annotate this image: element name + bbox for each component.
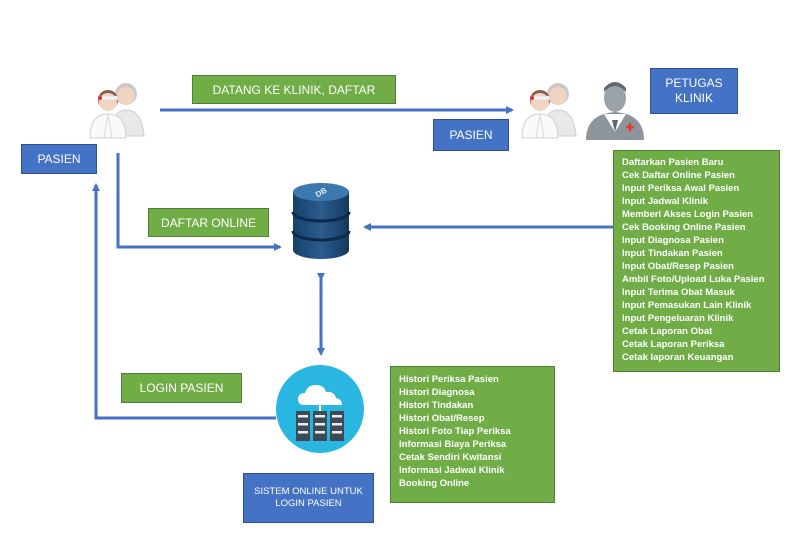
list-item: Input Tindakan Pasien bbox=[622, 248, 723, 259]
staff-task-list: Daftarkan Pasien Baru Cek Daftar Online … bbox=[613, 150, 780, 372]
patients-icon bbox=[516, 74, 582, 140]
list-item: Input Terima Obat Masuk bbox=[622, 287, 735, 298]
datang-ke-klinik-label: DATANG KE KLINIK, DAFTAR bbox=[192, 75, 396, 104]
list-item: Input Obat/Resep Pasien bbox=[622, 261, 734, 272]
pasien-right-box: PASIEN bbox=[433, 119, 509, 151]
list-item: Cek Daftar Online Pasien bbox=[622, 170, 735, 181]
doctor-icon bbox=[582, 76, 648, 140]
arrow-patient-to-db bbox=[116, 153, 282, 251]
list-item: Ambil Foto/Upload Luka Pasien bbox=[622, 274, 765, 285]
database-icon: DB bbox=[290, 180, 352, 262]
daftar-online-label: DAFTAR ONLINE bbox=[148, 208, 269, 237]
list-item: Memberi Akses Login Pasien bbox=[622, 209, 754, 220]
cloud-server-icon bbox=[276, 365, 364, 453]
list-item: Input Periksa Awal Pasien bbox=[622, 183, 740, 194]
list-item: Histori Diagnosa bbox=[399, 387, 475, 398]
list-item: Input Pengeluaran Klinik bbox=[622, 313, 734, 324]
login-pasien-label: LOGIN PASIEN bbox=[121, 373, 242, 403]
list-item: Input Diagnosa Pasien bbox=[622, 235, 724, 246]
list-item: Histori Periksa Pasien bbox=[399, 374, 499, 385]
sistem-online-box: SISTEM ONLINE UNTUK LOGIN PASIEN bbox=[243, 473, 374, 523]
petugas-klinik-box: PETUGAS KLINIK bbox=[650, 68, 738, 114]
list-item: Histori Tindakan bbox=[399, 400, 474, 411]
list-item: Informasi Biaya Periksa bbox=[399, 439, 507, 450]
list-item: Cetak Laporan Obat bbox=[622, 326, 713, 337]
list-item: Informasi Jadwal Klinik bbox=[399, 465, 505, 476]
list-item: Input Jadwal Klinik bbox=[622, 196, 709, 207]
patient-feature-list: Histori Periksa Pasien Histori Diagnosa … bbox=[390, 366, 555, 503]
patients-icon bbox=[84, 74, 150, 140]
pasien-left-box: PASIEN bbox=[21, 144, 97, 174]
list-item: Cetak Sendiri Kwitansi bbox=[399, 452, 502, 463]
list-item: Cetak laporan Keuangan bbox=[622, 352, 734, 363]
list-item: Cek Booking Online Pasien bbox=[622, 222, 746, 233]
list-item: Histori Obat/Resep bbox=[399, 413, 485, 424]
arrow-cloud-to-patient bbox=[92, 183, 276, 420]
list-item: Cetak Laporan Periksa bbox=[622, 339, 725, 350]
list-item: Histori Foto Tiap Periksa bbox=[399, 426, 511, 437]
list-item: Daftarkan Pasien Baru bbox=[622, 157, 724, 168]
list-item: Booking Online bbox=[399, 478, 470, 489]
list-item: Input Pemasukan Lain Klinik bbox=[622, 300, 752, 311]
